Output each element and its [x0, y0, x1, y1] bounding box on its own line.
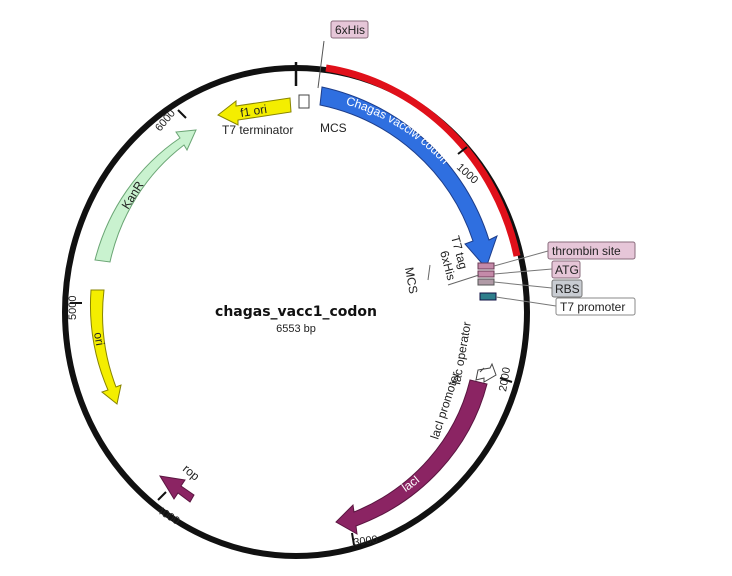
tick-label-5000: 5000 [67, 296, 79, 320]
tick-6000 [177, 109, 187, 119]
rbs-tag [551, 279, 583, 298]
atg-label: ATG [555, 263, 579, 277]
laci-promoter-arrow [475, 362, 497, 383]
mcs-mid-label: MCS [402, 266, 420, 295]
mcs-mid-leader [427, 264, 431, 281]
mcs-top-label: MCS [320, 121, 347, 135]
tick-2000 [499, 377, 513, 383]
f1-ori-feature [217, 97, 292, 126]
atg-marker [477, 270, 495, 278]
highlighted-region-arc [325, 64, 521, 257]
thrombin-leader [493, 250, 549, 267]
atg-tag [551, 260, 581, 279]
tick-1000 [457, 146, 468, 155]
tick-4000 [157, 491, 167, 501]
six-his-top-tag [330, 20, 369, 39]
rbs-leader [493, 281, 553, 289]
tick-3000 [351, 532, 355, 546]
tick-label-6000: 6000 [153, 107, 178, 133]
mcs-box-top [298, 94, 310, 109]
lac-operator-marker [479, 367, 485, 373]
rbs-marker [477, 278, 495, 286]
atg-leader [493, 268, 553, 275]
ori-label: ori [91, 331, 107, 347]
six-his-top-leader [317, 40, 325, 89]
thrombin-site-tag [547, 241, 636, 260]
kanr-feature [94, 129, 197, 263]
laci-feature [335, 379, 488, 535]
t7-promoter-tag [555, 297, 636, 316]
thrombin-site-marker [477, 262, 495, 270]
right-callouts: thrombin site ATG RBS T7 promoter [493, 241, 636, 316]
chagas-vacciw-codon-label: Chagas vacciw codon [345, 94, 452, 167]
tick-label-2000: 2000 [497, 366, 513, 392]
rbs-label: RBS [555, 282, 580, 296]
thrombin-site-label: thrombin site [552, 244, 621, 258]
six-his-mid-leader [447, 274, 480, 286]
t7-promoter-leader [495, 296, 557, 307]
t7-promoter-marker [479, 292, 497, 301]
t7-promoter-label: T7 promoter [560, 300, 625, 314]
f1-ori-label: f1 ori [239, 102, 268, 120]
plasmid-length: 6553 bp [276, 323, 316, 335]
t7-terminator-label: T7 terminator [222, 123, 293, 137]
tick-label-3000: 3000 [353, 534, 379, 549]
six-his-top-label: 6xHis [335, 23, 365, 37]
rop-feature [159, 475, 195, 503]
plasmid-name: chagas_vacc1_codon [215, 304, 377, 320]
position-ticks [70, 109, 513, 546]
ori-feature [90, 289, 122, 405]
